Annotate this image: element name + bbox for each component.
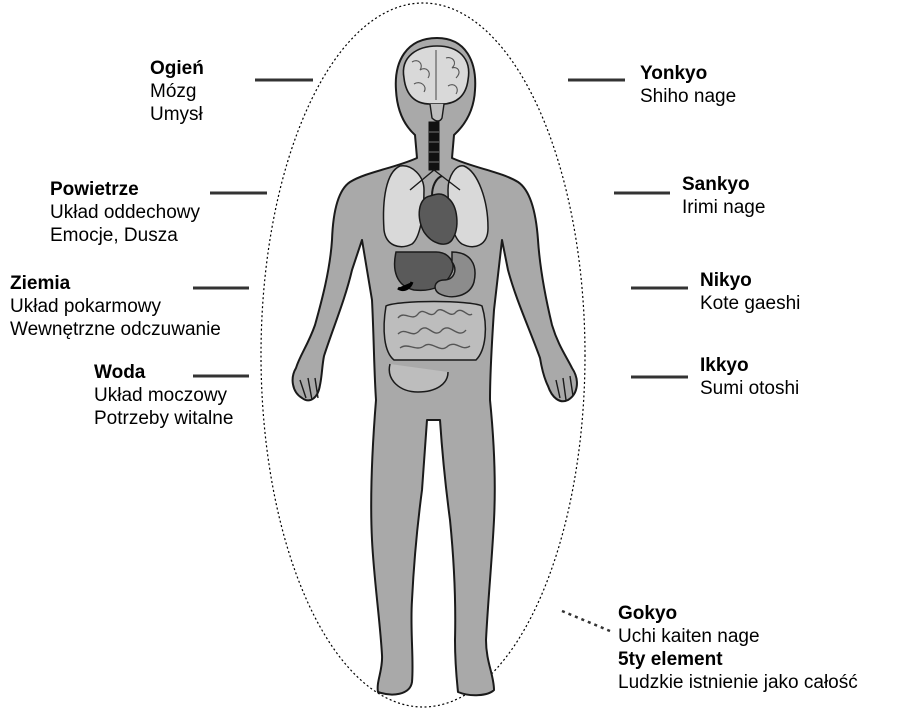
label-woda-title: Woda bbox=[94, 361, 233, 384]
label-gokyo-line1: Uchi kaiten nage bbox=[618, 625, 858, 648]
label-ogien: Ogień Mózg Umysł bbox=[150, 57, 204, 126]
label-gokyo-title: Gokyo bbox=[618, 602, 858, 625]
label-ziemia-line2: Wewnętrzne odczuwanie bbox=[10, 318, 221, 341]
connector-gokyo bbox=[562, 611, 610, 631]
label-nikyo: Nikyo Kote gaeshi bbox=[700, 269, 800, 315]
label-sankyo-title: Sankyo bbox=[682, 173, 765, 196]
label-ziemia-title: Ziemia bbox=[10, 272, 221, 295]
left-lung bbox=[384, 166, 424, 247]
label-ziemia-line1: Układ pokarmowy bbox=[10, 295, 221, 318]
label-ikkyo-line1: Sumi otoshi bbox=[700, 377, 799, 400]
label-ikkyo: Ikkyo Sumi otoshi bbox=[700, 354, 799, 400]
label-ikkyo-title: Ikkyo bbox=[700, 354, 799, 377]
label-powietrze-line2: Emocje, Dusza bbox=[50, 224, 200, 247]
label-yonkyo-line1: Shiho nage bbox=[640, 85, 736, 108]
label-powietrze-title: Powietrze bbox=[50, 178, 200, 201]
label-ogien-title: Ogień bbox=[150, 57, 204, 80]
label-ogien-line1: Mózg bbox=[150, 80, 204, 103]
label-powietrze: Powietrze Układ oddechowy Emocje, Dusza bbox=[50, 178, 200, 247]
label-ziemia: Ziemia Układ pokarmowy Wewnętrzne odczuw… bbox=[10, 272, 221, 341]
label-woda-line2: Potrzeby witalne bbox=[94, 407, 233, 430]
label-fifth-element-title: 5ty element bbox=[618, 648, 858, 671]
label-fifth-element-line1: Ludzkie istnienie jako całość bbox=[618, 671, 858, 694]
label-nikyo-title: Nikyo bbox=[700, 269, 800, 292]
label-yonkyo: Yonkyo Shiho nage bbox=[640, 62, 736, 108]
label-gokyo: Gokyo Uchi kaiten nage 5ty element Ludzk… bbox=[618, 602, 858, 694]
label-powietrze-line1: Układ oddechowy bbox=[50, 201, 200, 224]
label-sankyo-line1: Irimi nage bbox=[682, 196, 765, 219]
trachea bbox=[429, 122, 439, 170]
label-woda: Woda Układ moczowy Potrzeby witalne bbox=[94, 361, 233, 430]
label-sankyo: Sankyo Irimi nage bbox=[682, 173, 765, 219]
label-yonkyo-title: Yonkyo bbox=[640, 62, 736, 85]
label-ogien-line2: Umysł bbox=[150, 103, 204, 126]
label-woda-line1: Układ moczowy bbox=[94, 384, 233, 407]
label-nikyo-line1: Kote gaeshi bbox=[700, 292, 800, 315]
